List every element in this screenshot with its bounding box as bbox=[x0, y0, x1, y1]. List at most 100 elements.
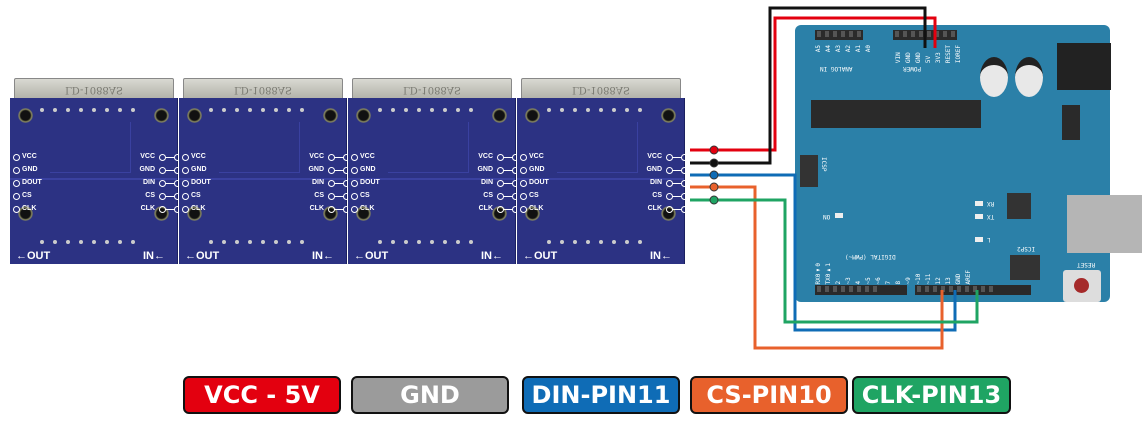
pad-link bbox=[334, 183, 344, 184]
pin-label-out: CS bbox=[22, 192, 32, 199]
out-label: ←OUT bbox=[16, 250, 51, 262]
pin-label-in: VCC bbox=[478, 153, 493, 160]
pin-label-in: CLK bbox=[140, 205, 155, 212]
legend-item: VCC - 5V bbox=[183, 376, 341, 414]
mount-hole bbox=[187, 108, 202, 123]
pin-label: AREF bbox=[965, 270, 972, 285]
tx-led bbox=[975, 214, 983, 219]
pad-link bbox=[165, 209, 175, 210]
pin-label-out: DOUT bbox=[22, 179, 42, 186]
out-label: ←OUT bbox=[185, 250, 220, 262]
pad bbox=[666, 206, 673, 213]
trace bbox=[179, 178, 346, 180]
pad bbox=[681, 193, 688, 200]
pad bbox=[351, 206, 358, 213]
pin-label: ~6 bbox=[875, 277, 882, 285]
pin-label: 3V3 bbox=[935, 52, 942, 64]
mount-hole bbox=[525, 206, 540, 221]
pin-label: GND bbox=[915, 52, 922, 64]
wire-connector-clk bbox=[709, 195, 719, 205]
pad-link bbox=[672, 170, 682, 171]
pad bbox=[681, 180, 688, 187]
pad bbox=[159, 193, 166, 200]
analog-in-label: ANALOG IN bbox=[820, 65, 853, 72]
icsp-label: ICSP bbox=[820, 157, 827, 172]
bottom-pins bbox=[40, 240, 135, 244]
voltage-regulator bbox=[1062, 105, 1080, 140]
pin-label-out: GND bbox=[360, 166, 376, 173]
pad-link bbox=[334, 196, 344, 197]
pad bbox=[328, 193, 335, 200]
reset-button[interactable] bbox=[1063, 270, 1101, 302]
microcontroller-chip bbox=[811, 100, 981, 128]
in-label: IN← bbox=[143, 250, 165, 262]
pad bbox=[497, 193, 504, 200]
trace bbox=[388, 122, 469, 173]
pad-link bbox=[503, 157, 513, 158]
pad-link bbox=[672, 183, 682, 184]
pad bbox=[182, 193, 189, 200]
pin-label-in: VCC bbox=[647, 153, 662, 160]
in-label: IN← bbox=[650, 250, 672, 262]
pad bbox=[182, 154, 189, 161]
pin-label-out: DOUT bbox=[360, 179, 380, 186]
mount-hole bbox=[661, 108, 676, 123]
pin-label-in: GND bbox=[477, 166, 493, 173]
in-label: IN← bbox=[312, 250, 334, 262]
pin-label-in: GND bbox=[139, 166, 155, 173]
pad-link bbox=[334, 157, 344, 158]
usb-port bbox=[1067, 195, 1142, 253]
pin-label-in: GND bbox=[646, 166, 662, 173]
pin-label-in: CS bbox=[314, 192, 324, 199]
pad bbox=[497, 180, 504, 187]
pad-link bbox=[165, 196, 175, 197]
pad-link bbox=[503, 209, 513, 210]
wire-connector-gnd bbox=[709, 158, 719, 168]
pin-label-in: DIN bbox=[142, 179, 155, 186]
mount-hole bbox=[356, 206, 371, 221]
pad-link bbox=[503, 170, 513, 171]
mount-hole bbox=[323, 108, 338, 123]
pin-label: 13 bbox=[945, 277, 952, 285]
pad bbox=[13, 167, 20, 174]
wire-connector-cs bbox=[709, 182, 719, 192]
display-part-number: LD-1088AS bbox=[403, 84, 461, 95]
pin-label-in: CS bbox=[483, 192, 493, 199]
top-pins bbox=[209, 108, 304, 112]
usb-chip bbox=[1007, 193, 1031, 219]
l-label: L bbox=[987, 236, 991, 243]
pin-label-in: CLK bbox=[647, 205, 662, 212]
pad-link bbox=[672, 209, 682, 210]
pad bbox=[520, 167, 527, 174]
pad bbox=[13, 154, 20, 161]
pin-label-in: CLK bbox=[309, 205, 324, 212]
pad-link bbox=[334, 209, 344, 210]
pin-label: GND bbox=[905, 52, 912, 64]
pin-label-out: CS bbox=[529, 192, 539, 199]
capacitor bbox=[980, 57, 1008, 97]
pin-label: 8 bbox=[895, 280, 902, 285]
pin-label: ~10 bbox=[915, 273, 922, 285]
mount-hole bbox=[18, 108, 33, 123]
mount-hole bbox=[154, 108, 169, 123]
legend-item: CS-PIN10 bbox=[690, 376, 848, 414]
bottom-pins bbox=[209, 240, 304, 244]
pin-label: 7 bbox=[885, 280, 892, 285]
pin-label-out: GND bbox=[529, 166, 545, 173]
pin-label-out: CS bbox=[360, 192, 370, 199]
wire-connector-din bbox=[709, 170, 719, 180]
mount-hole bbox=[187, 206, 202, 221]
trace bbox=[517, 178, 684, 180]
pad-link bbox=[503, 196, 513, 197]
top-pins bbox=[547, 108, 642, 112]
pad bbox=[182, 206, 189, 213]
tx-label: TX bbox=[987, 213, 995, 220]
display-part-number: LD-1088AS bbox=[234, 84, 292, 95]
pin-label-out: CLK bbox=[22, 205, 37, 212]
pin-label-in: DIN bbox=[480, 179, 493, 186]
